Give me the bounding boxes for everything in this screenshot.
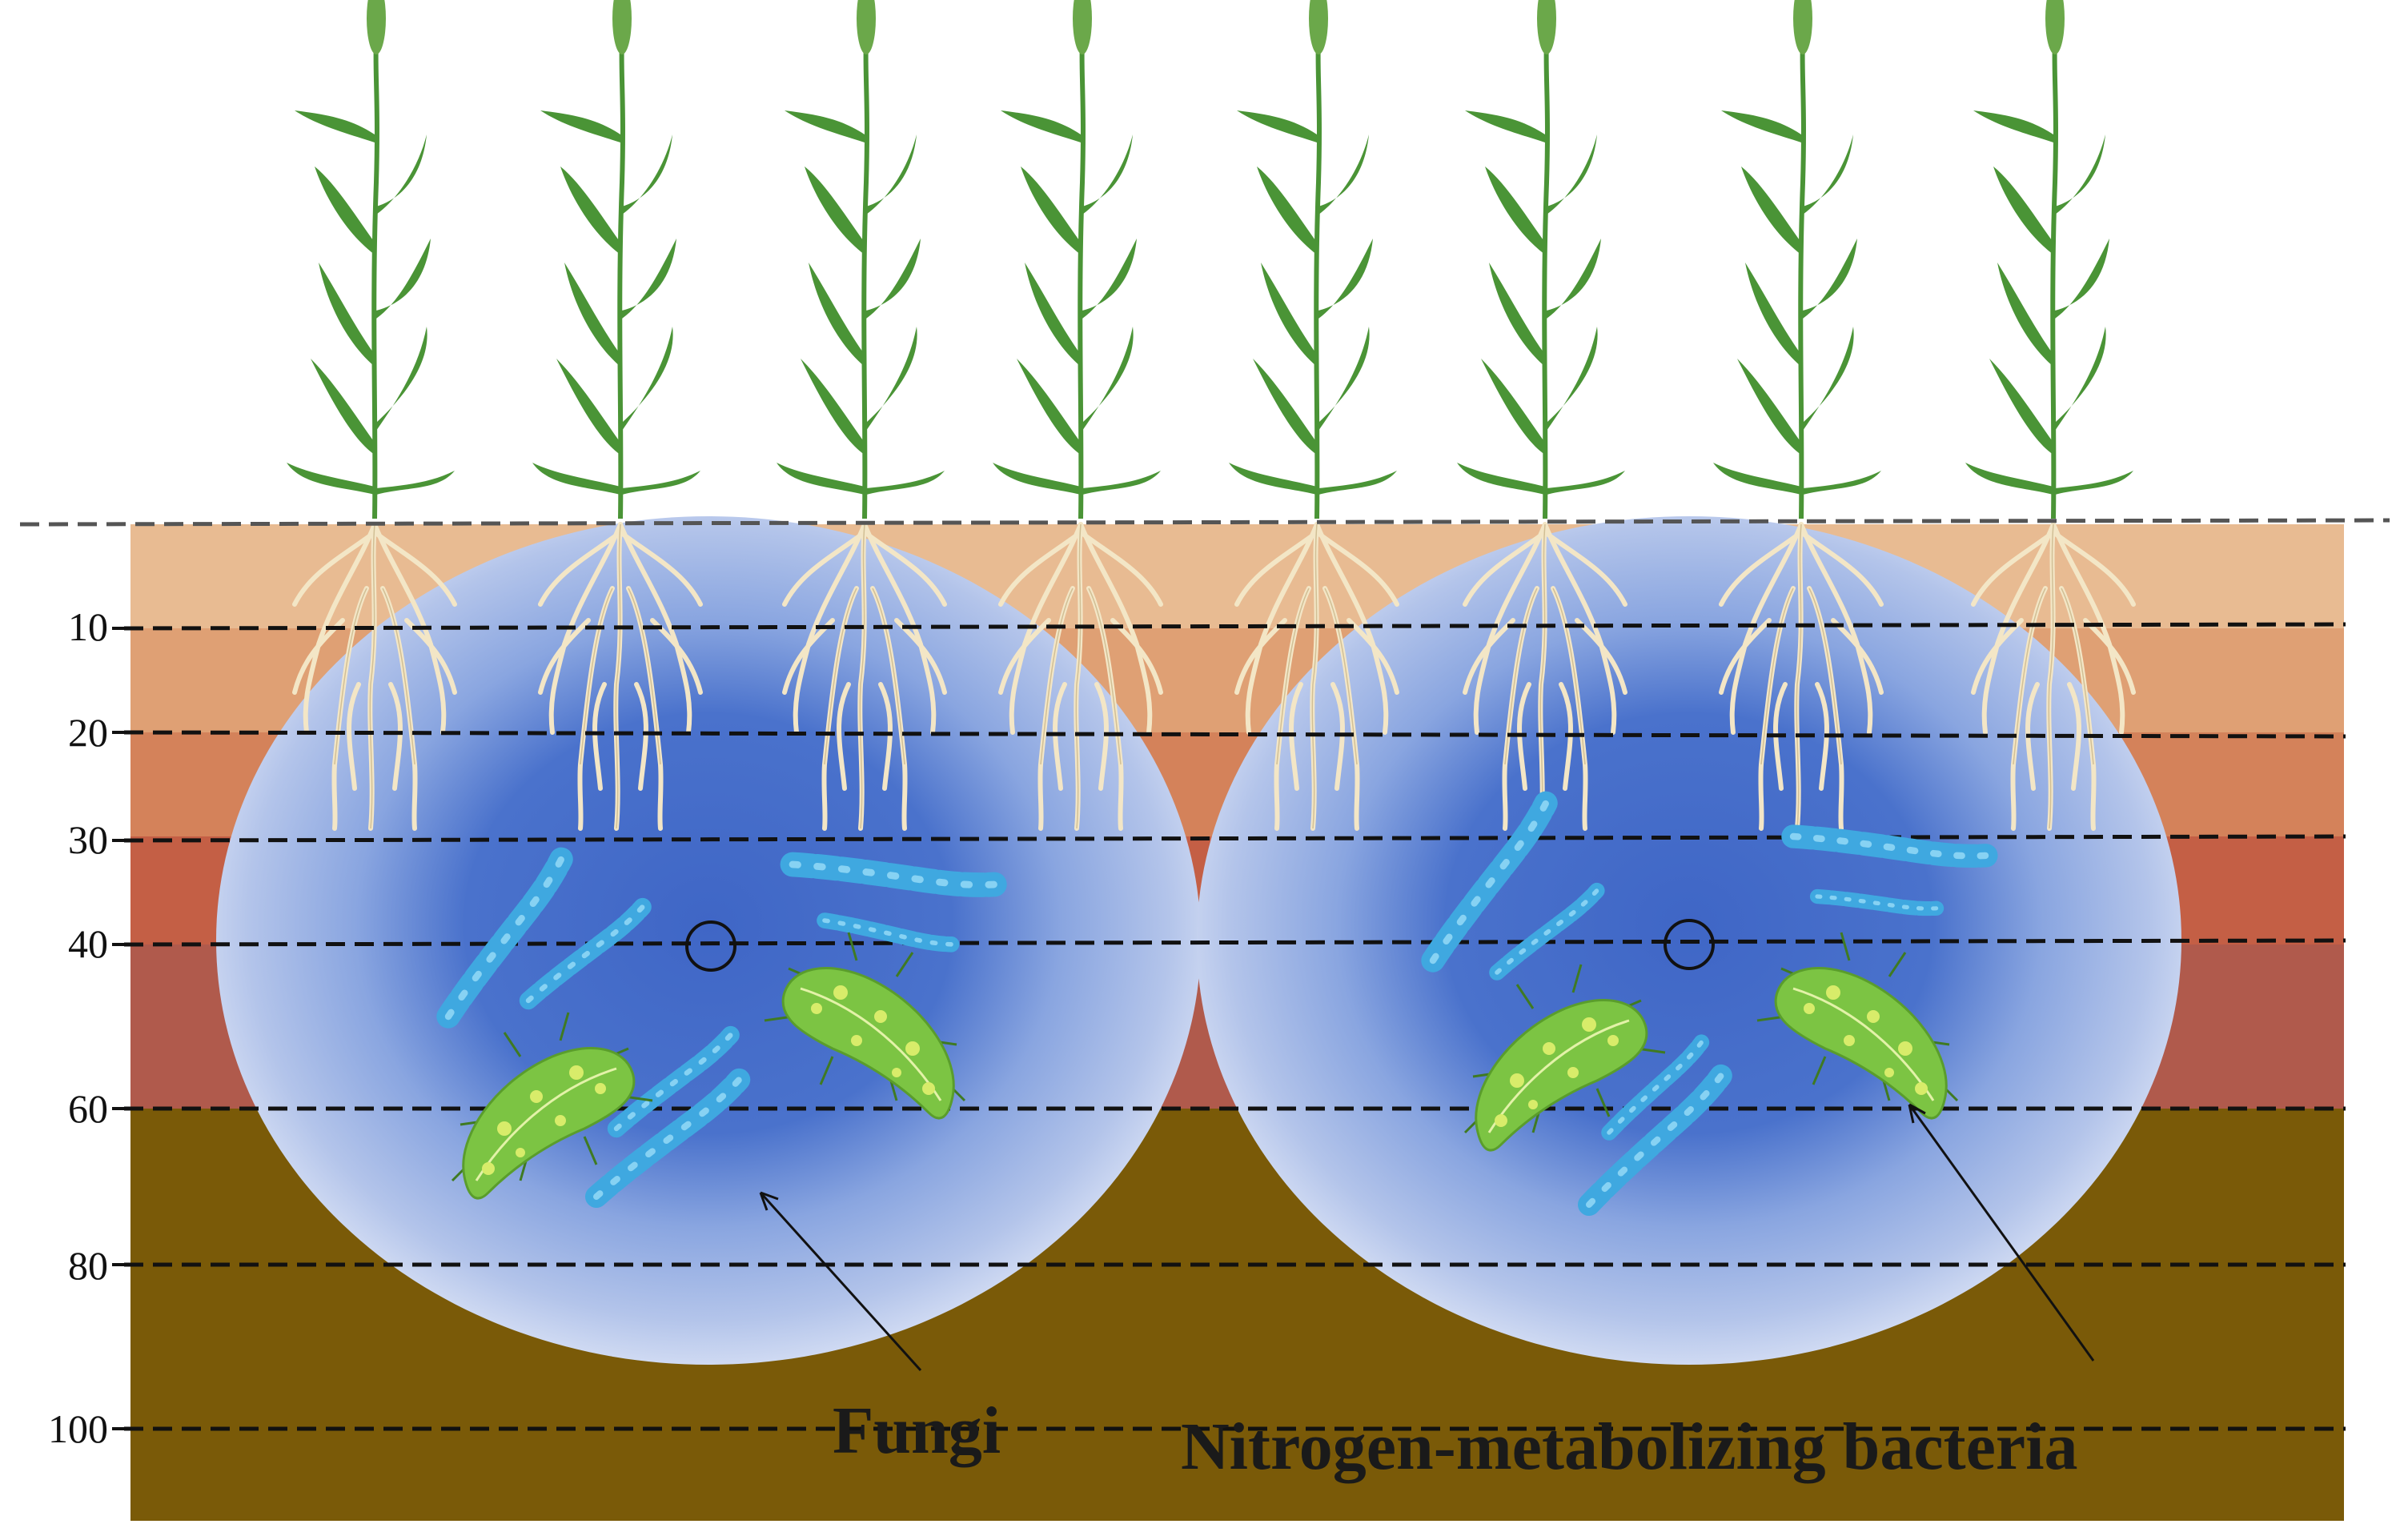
depth-line-20 (123, 730, 2346, 739)
depth-label: 30 (68, 817, 108, 862)
depth-label: 20 (68, 710, 108, 755)
depth-label: 80 (68, 1243, 108, 1288)
pore-circle-icon (685, 920, 736, 972)
fungi-label: Fungi (833, 1394, 1001, 1468)
microbes-left (408, 792, 994, 1199)
depth-axis-labels: 10 20 30 40 60 80 100 (48, 604, 108, 1451)
depth-line-30 (123, 834, 2346, 843)
bacteria-label: Nitrogen-metabolizing bacteria (1181, 1410, 2078, 1484)
wheat-plants (287, 0, 2133, 519)
pointer-arrows (759, 1103, 2095, 1372)
microbe-zone-left (216, 516, 1201, 1365)
soil-surface-line (19, 518, 2390, 527)
microbes-right (1393, 768, 1986, 1205)
depth-lines (123, 622, 2346, 1431)
depth-label: 10 (68, 604, 108, 649)
pore-circle-icon (1664, 919, 1715, 970)
depth-line-10 (123, 622, 2346, 631)
depth-label: 60 (68, 1086, 108, 1131)
depth-line-40 (123, 938, 2346, 947)
depth-label: 100 (48, 1406, 108, 1451)
depth-label: 40 (68, 921, 108, 966)
